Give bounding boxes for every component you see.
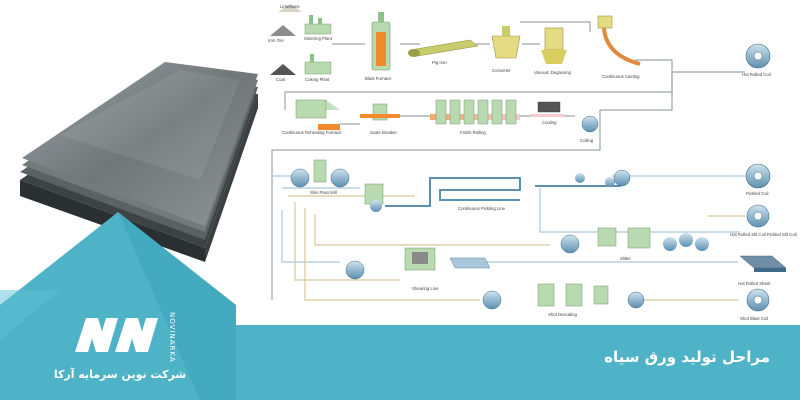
blast-furnace: Blast Furnace [365,12,392,81]
label-shearing-line: Shearing Line [412,286,439,291]
label-hot-rolled-sheet: Hot Rolled Sheet [738,281,771,286]
label-slit-coil: Hot Rolled Slit Coil Pickled Slit Coil [730,232,797,237]
label-blast-furnace: Blast Furnace [365,76,392,81]
slitter: Slitter [560,227,709,261]
company-name: شرکت نوین سرمایه آرکا [53,368,187,381]
label-converter: Converter [492,68,511,73]
vacuum-degassing: Vacuum Degassing [534,27,572,75]
label-shot-blast-coil: Shot Blast Coil [740,316,768,321]
banner-title: مراحل تولید ورق سیاه [604,348,770,366]
label-shot-descaling: Shot Descaling [548,312,578,317]
cooling: Cooling [530,101,564,125]
pig-iron: Pig Iron [408,39,479,65]
coiling: Coiling [580,115,599,143]
pickled-coil: Pickled Coil [745,163,771,196]
label-sintering-plant: Sintering Plant [304,36,333,41]
label-pig-iron: Pig Iron [432,60,447,65]
continuous-pickling-line: Continuous Pickling Line [364,169,631,212]
label-continuous-reheating-furnace: Continuous Reheating Furnace [282,130,342,135]
label-slitter: Slitter [620,256,632,261]
label-hot-rolled-coil: Hot Rolled Coil [742,72,771,77]
label-pickled-coil: Pickled Coil [746,191,768,196]
skin-pass-mill: Skin Pass Mill [290,159,350,195]
hot-rolled-coil: Hot Rolled Coil [742,43,771,77]
slit-coil: Hot Rolled Slit Coil Pickled Slit Coil [730,204,797,237]
process-diagram: Limestone Iron Ore Sintering Plant Coal … [268,4,797,321]
label-coking-plant: Coking Plant [305,77,330,82]
brand-name-vertical: NOVINARKA [168,312,176,363]
connector-lines [271,21,745,301]
finish-rolling: Finish Rolling [430,99,520,135]
label-iron-ore: Iron Ore [268,38,284,43]
reheating-furnace: Continuous Reheating Furnace [282,99,342,135]
shearing-line: Shearing Line [345,247,491,291]
label-continuous-pickling-line: Continuous Pickling Line [458,206,506,211]
label-finish-rolling: Finish Rolling [460,130,486,135]
converter: Converter [491,26,521,73]
scale-breaker: Scale Breaker [360,103,400,135]
label-vacuum-degassing: Vacuum Degassing [534,70,572,75]
label-scale-breaker: Scale Breaker [370,130,398,135]
label-continuous-casting: Continuous Casting [602,74,640,79]
label-coal: Coal [276,77,285,82]
label-skin-pass-mill: Skin Pass Mill [310,190,337,195]
hot-rolled-sheet: Hot Rolled Sheet [738,255,787,286]
label-limestone: Limestone [280,4,300,9]
shot-descaling: Shot Descaling [482,283,645,317]
label-coiling: Coiling [580,138,594,143]
raw-materials: Limestone Iron Ore Sintering Plant Coal … [268,4,333,82]
steel-sheet-stack [20,62,258,262]
label-cooling: Cooling [542,120,557,125]
continuous-casting: Continuous Casting [597,15,641,79]
shot-blast-coil: Shot Blast Coil [740,288,770,321]
